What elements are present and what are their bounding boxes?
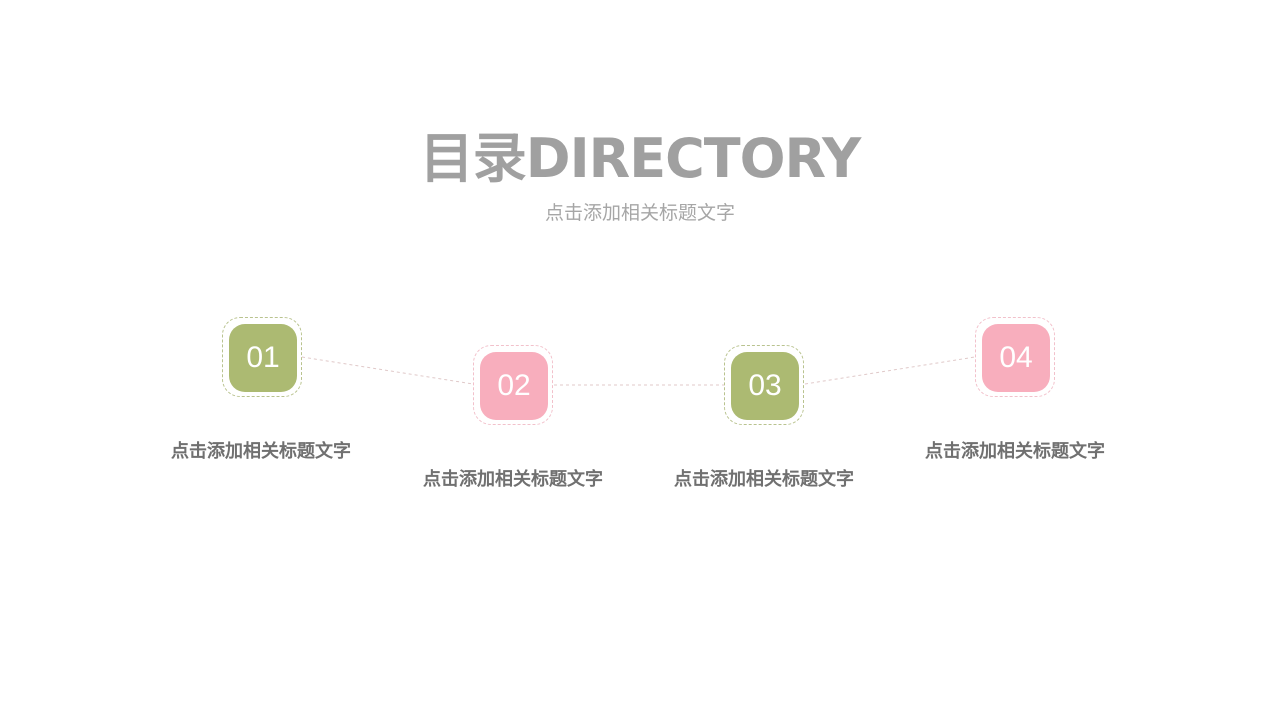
number-badge: 04 <box>982 324 1050 392</box>
item-label: 点击添加相关标题文字 <box>674 469 854 490</box>
item-label: 点击添加相关标题文字 <box>423 469 603 490</box>
directory-item-02[interactable]: 02 <box>473 345 553 425</box>
page-subtitle: 点击添加相关标题文字 <box>544 202 735 224</box>
item-number: 03 <box>748 369 782 402</box>
directory-item-03[interactable]: 03 <box>724 345 804 425</box>
directory-item-04[interactable]: 04 <box>975 317 1055 397</box>
item-number: 02 <box>497 369 531 402</box>
number-badge: 02 <box>480 352 548 420</box>
directory-item-01[interactable]: 01 <box>222 317 302 397</box>
item-number: 04 <box>999 341 1033 374</box>
number-badge: 01 <box>229 324 297 392</box>
item-number: 01 <box>246 341 280 374</box>
item-label: 点击添加相关标题文字 <box>171 441 351 462</box>
number-badge: 03 <box>731 352 799 420</box>
page-title: 目录DIRECTORY <box>419 127 862 190</box>
item-label: 点击添加相关标题文字 <box>925 441 1105 462</box>
